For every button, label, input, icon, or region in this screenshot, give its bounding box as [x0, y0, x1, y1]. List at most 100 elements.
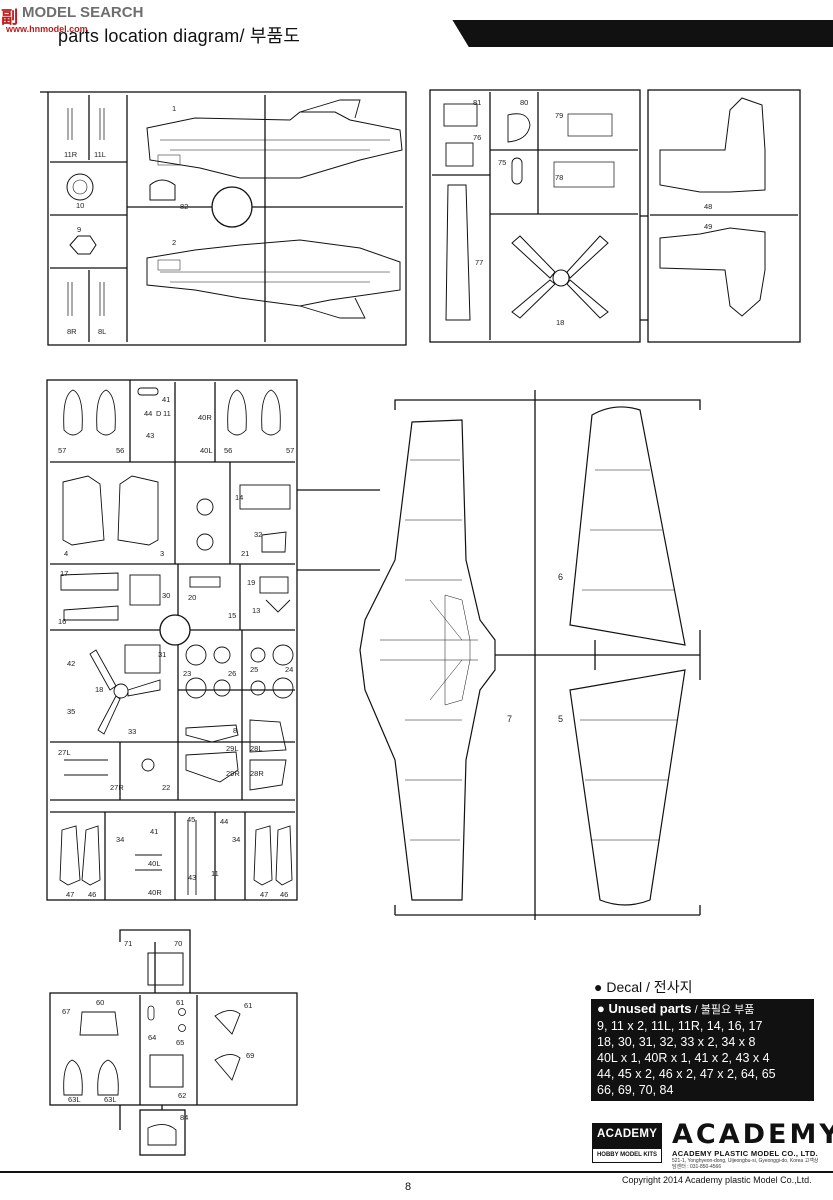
logo-text: ACADEMY: [597, 1128, 658, 1140]
sprue-a-frame: [40, 91, 407, 346]
brand-address: 521-1, Yonghyeon-dong, Uijeongbu-si, Gye…: [672, 1158, 819, 1170]
part-label: 56: [116, 446, 124, 455]
part-label: 56: [224, 446, 232, 455]
part-label: 82: [180, 202, 188, 211]
part-label: 13: [252, 606, 260, 615]
part-label: 46: [88, 890, 96, 899]
part-label: 33: [128, 727, 136, 736]
part-label: 44: [220, 817, 228, 826]
part-label: 30: [162, 591, 170, 600]
part-label: 78: [555, 173, 563, 182]
brand-name: ACADEMY: [672, 1119, 833, 1150]
part-label: 32: [254, 530, 262, 539]
part-label: 29L: [226, 744, 239, 753]
unused-parts-list: 9, 11 x 2, 11L, 11R, 14, 16, 17 18, 30, …: [597, 1018, 808, 1098]
part-label: 16: [58, 617, 66, 626]
part-label: 31: [158, 650, 166, 659]
part-label: 71: [124, 939, 132, 948]
part-labels: 1 2 9 10 11R 11L 8R 8L 82 81 76 80 75 79…: [58, 98, 712, 1122]
part-label: 3: [160, 549, 164, 558]
part-label: 27R: [110, 783, 124, 792]
part-label: 20: [188, 593, 196, 602]
part-label: 14: [235, 493, 243, 502]
sprue-d-frame: [394, 390, 701, 920]
footer-rule: [0, 1171, 833, 1173]
part-label: 11: [163, 409, 171, 418]
part-label: 10: [76, 201, 84, 210]
watermark-text: MODEL SEARCH: [22, 4, 144, 21]
part-label: 65: [176, 1038, 184, 1047]
part-label: 19: [247, 578, 255, 587]
part-label: 21: [241, 549, 249, 558]
academy-logo-box: ACADEMY HOBBY MODEL KITS: [592, 1123, 662, 1163]
unused-line: 44, 45 x 2, 46 x 2, 47 x 2, 64, 65: [597, 1067, 776, 1081]
part-label: 28R: [250, 769, 264, 778]
part-label: 34: [232, 835, 240, 844]
part-label: 7: [507, 714, 512, 724]
part-label: 48: [704, 202, 712, 211]
page-title: parts location diagram/ 부품도: [58, 26, 301, 46]
part-label: 49: [704, 222, 712, 231]
part-label: 18: [556, 318, 564, 327]
unused-line: 66, 69, 70, 84: [597, 1083, 674, 1097]
part-label: 80: [520, 98, 528, 107]
part-label: 24: [285, 665, 293, 674]
part-label: 11: [211, 869, 219, 878]
part-label: 43: [188, 873, 196, 882]
part-label: 64: [148, 1033, 156, 1042]
unused-line: 9, 11 x 2, 11L, 11R, 14, 16, 17: [597, 1019, 763, 1033]
part-label: 81: [473, 98, 481, 107]
part-label: 77: [475, 258, 483, 267]
part-label: 62: [178, 1091, 186, 1100]
part-label: 2: [172, 238, 176, 247]
part-label: 6: [558, 572, 563, 582]
part-label: 5: [558, 714, 563, 724]
part-label: 29R: [226, 769, 240, 778]
sprue-b-frame: [429, 89, 801, 343]
part-label: 70: [174, 939, 182, 948]
part-label: 4: [64, 549, 68, 558]
unused-line: 40L x 1, 40R x 1, 41 x 2, 43 x 4: [597, 1051, 770, 1065]
part-label: 8: [233, 726, 237, 735]
unused-parts-title: ● Unused parts / 불필요 부품: [597, 1001, 755, 1016]
part-label: 63L: [104, 1095, 117, 1104]
part-label: 40L: [200, 446, 213, 455]
part-label: 41: [150, 827, 158, 836]
unused-parts-box: ● Unused parts / 불필요 부품 9, 11 x 2, 11L, …: [591, 999, 814, 1101]
part-label: 61: [244, 1001, 252, 1010]
part-label: 11L: [94, 150, 106, 159]
part-label: 8R: [67, 327, 77, 336]
part-label: 75: [498, 158, 506, 167]
part-label: 17: [60, 569, 68, 578]
part-label: 15: [228, 611, 236, 620]
decal-label: ● Decal / 전사지: [594, 979, 693, 995]
copyright-text: Copyright 2014 Academy plastic Model Co.…: [622, 1175, 812, 1185]
part-label: 9: [77, 225, 81, 234]
part-label: 76: [473, 133, 481, 142]
part-label: 47: [260, 890, 268, 899]
header-tab: [0, 18, 470, 49]
part-label: 79: [555, 111, 563, 120]
part-label: 60: [96, 998, 104, 1007]
part-label: 34: [116, 835, 124, 844]
part-label: 42: [67, 659, 75, 668]
part-label: 22: [162, 783, 170, 792]
logo-subtext: HOBBY MODEL KITS: [593, 1149, 661, 1162]
part-label: 47: [66, 890, 74, 899]
part-label: 27L: [58, 748, 71, 757]
part-label: 44: [144, 409, 152, 418]
sprue-c-frame: [46, 379, 380, 901]
part-label: 84: [180, 1113, 188, 1122]
part-label: 8L: [98, 327, 106, 336]
part-label: 45: [187, 815, 195, 824]
part-label: 40R: [198, 413, 212, 422]
part-label: 25: [250, 665, 258, 674]
part-label: 61: [176, 998, 184, 1007]
unused-line: 18, 30, 31, 32, 33 x 2, 34 x 8: [597, 1035, 756, 1049]
part-label: 67: [62, 1007, 70, 1016]
watermark-url: www.hnmodel.com: [6, 24, 88, 34]
part-label: 18: [95, 685, 103, 694]
part-label: 11R: [64, 150, 78, 159]
part-label: 26: [228, 669, 236, 678]
